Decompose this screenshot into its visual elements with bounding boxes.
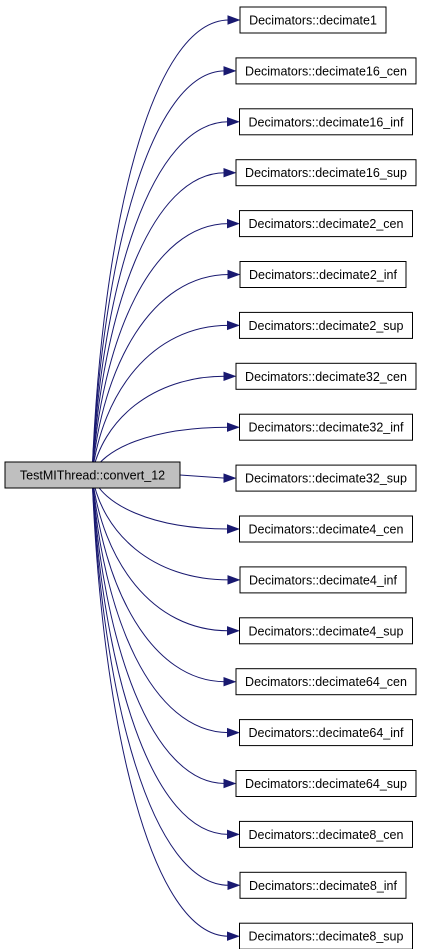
callee-node-decimate8-sup[interactable]: Decimators::decimate8_sup xyxy=(239,922,413,949)
callee-node-box xyxy=(239,210,413,238)
callee-node-box xyxy=(235,159,417,187)
callee-node-decimate2-inf[interactable]: Decimators::decimate2_inf xyxy=(239,261,407,288)
callee-node-box xyxy=(239,566,407,594)
call-edges xyxy=(91,15,241,941)
callee-node-box xyxy=(239,922,413,949)
call-edge-arrowhead xyxy=(227,218,240,229)
callee-node-decimate4-inf[interactable]: Decimators::decimate4_inf xyxy=(239,566,407,594)
call-edge-arrowhead xyxy=(227,269,241,280)
call-edge xyxy=(91,19,230,476)
callee-node-decimate16-inf[interactable]: Decimators::decimate16_inf xyxy=(239,108,413,136)
callee-node-label: Decimators::decimate16_inf xyxy=(249,115,404,129)
callee-node-decimate64-sup[interactable]: Decimators::decimate64_sup xyxy=(235,770,417,797)
callee-node-label: Decimators::decimate4_sup xyxy=(249,624,404,638)
callee-node-box xyxy=(239,820,413,848)
callee-node-label: Decimators::decimate32_cen xyxy=(245,370,407,384)
call-edge-arrowhead xyxy=(227,117,240,127)
callee-node-box xyxy=(239,617,413,645)
call-edge xyxy=(91,172,226,476)
callee-node-decimate4-cen[interactable]: Decimators::decimate4_cen xyxy=(239,515,413,543)
call-edge xyxy=(91,474,226,784)
call-edge-arrowhead xyxy=(227,727,240,738)
root-node[interactable]: TestMIThread::convert_12 xyxy=(4,461,181,489)
call-edge-arrowhead xyxy=(227,880,241,891)
callee-node-decimate8-cen[interactable]: Decimators::decimate8_cen xyxy=(239,820,413,848)
callee-node-decimate2-cen[interactable]: Decimators::decimate2_cen xyxy=(239,210,413,238)
call-edge-arrowhead xyxy=(227,422,240,432)
callee-node-decimate64-cen[interactable]: Decimators::decimate64_cen xyxy=(235,668,417,696)
call-edge xyxy=(91,474,230,581)
callee-node-label: Decimators::decimate8_cen xyxy=(249,828,404,842)
callee-node-decimate8-inf[interactable]: Decimators::decimate8_inf xyxy=(239,871,407,899)
callee-node-decimate32-sup[interactable]: Decimators::decimate32_sup xyxy=(235,464,417,492)
call-edge-arrowhead xyxy=(227,320,240,331)
call-edge-arrowhead xyxy=(227,931,240,941)
call-edge-arrowhead xyxy=(227,626,240,636)
callee-node-label: Decimators::decimate64_sup xyxy=(245,777,407,791)
callee-node-label: Decimators::decimate2_sup xyxy=(249,319,404,333)
callee-node-decimate1[interactable]: Decimators::decimate1 xyxy=(239,6,387,34)
callee-node-box xyxy=(235,362,417,390)
call-edge xyxy=(91,474,229,835)
call-edge xyxy=(91,474,226,683)
call-edge-arrowhead xyxy=(227,524,240,534)
call-edge-arrowhead xyxy=(227,575,241,585)
callee-node-decimate16-cen[interactable]: Decimators::decimate16_cen xyxy=(235,57,417,85)
call-edge-arrowhead xyxy=(223,473,237,483)
call-edge xyxy=(91,474,230,886)
callee-node-decimate4-sup[interactable]: Decimators::decimate4_sup xyxy=(239,617,413,645)
callee-node-label: Decimators::decimate4_inf xyxy=(249,573,398,587)
callee-node-label: Decimators::decimate16_cen xyxy=(245,64,407,78)
call-edge-arrowhead xyxy=(223,676,237,687)
callee-node-label: Decimators::decimate8_sup xyxy=(249,930,404,944)
root-node-label: TestMIThread::convert_12 xyxy=(20,469,165,483)
callee-nodes: Decimators::decimate1Decimators::decimat… xyxy=(235,6,417,949)
callee-node-box xyxy=(239,6,387,34)
call-edge xyxy=(91,223,229,476)
callee-node-label: Decimators::decimate2_cen xyxy=(249,217,404,231)
callee-node-label: Decimators::decimate64_cen xyxy=(245,675,407,689)
call-edge-arrowhead xyxy=(227,829,240,840)
call-edge xyxy=(91,324,229,476)
callee-node-box xyxy=(239,413,413,441)
callee-node-label: Decimators::decimate64_inf xyxy=(249,726,404,740)
callee-node-decimate2-sup[interactable]: Decimators::decimate2_sup xyxy=(239,311,413,339)
callee-node-box xyxy=(239,719,413,747)
call-edge xyxy=(179,474,226,479)
callee-node-decimate16-sup[interactable]: Decimators::decimate16_sup xyxy=(235,159,417,187)
call-edge-arrowhead xyxy=(227,15,241,25)
call-edge xyxy=(91,375,226,476)
callee-node-box xyxy=(239,515,413,543)
callee-node-box xyxy=(235,668,417,696)
call-edge xyxy=(91,474,229,632)
callee-node-label: Decimators::decimate32_sup xyxy=(245,472,407,486)
callee-node-decimate32-inf[interactable]: Decimators::decimate32_inf xyxy=(239,413,413,441)
call-edge-arrowhead xyxy=(223,66,237,76)
call-edge xyxy=(91,121,229,476)
callee-node-decimate64-inf[interactable]: Decimators::decimate64_inf xyxy=(239,719,413,747)
callee-node-label: Decimators::decimate2_inf xyxy=(249,268,398,282)
callee-node-label: Decimators::decimate4_cen xyxy=(249,523,404,537)
call-edge xyxy=(91,274,230,476)
call-edge-arrowhead xyxy=(223,371,237,382)
call-edge xyxy=(91,474,229,937)
callee-node-label: Decimators::decimate1 xyxy=(249,14,377,28)
call-edge-arrowhead xyxy=(223,167,237,178)
callee-node-label: Decimators::decimate16_sup xyxy=(245,166,407,180)
callee-node-box xyxy=(239,261,407,288)
callee-node-box xyxy=(235,57,417,85)
callee-node-label: Decimators::decimate32_inf xyxy=(249,421,404,435)
callee-node-decimate32-cen[interactable]: Decimators::decimate32_cen xyxy=(235,362,417,390)
callee-node-box xyxy=(239,871,407,899)
call-edge-arrowhead xyxy=(223,778,237,789)
callee-node-box xyxy=(239,311,413,339)
callee-node-box xyxy=(235,464,417,492)
callee-node-box xyxy=(239,108,413,136)
root-node-box xyxy=(4,461,181,489)
callee-node-label: Decimators::decimate8_inf xyxy=(249,879,398,893)
call-edge xyxy=(91,70,226,476)
callee-node-box xyxy=(235,770,417,797)
call-edge xyxy=(91,474,229,734)
